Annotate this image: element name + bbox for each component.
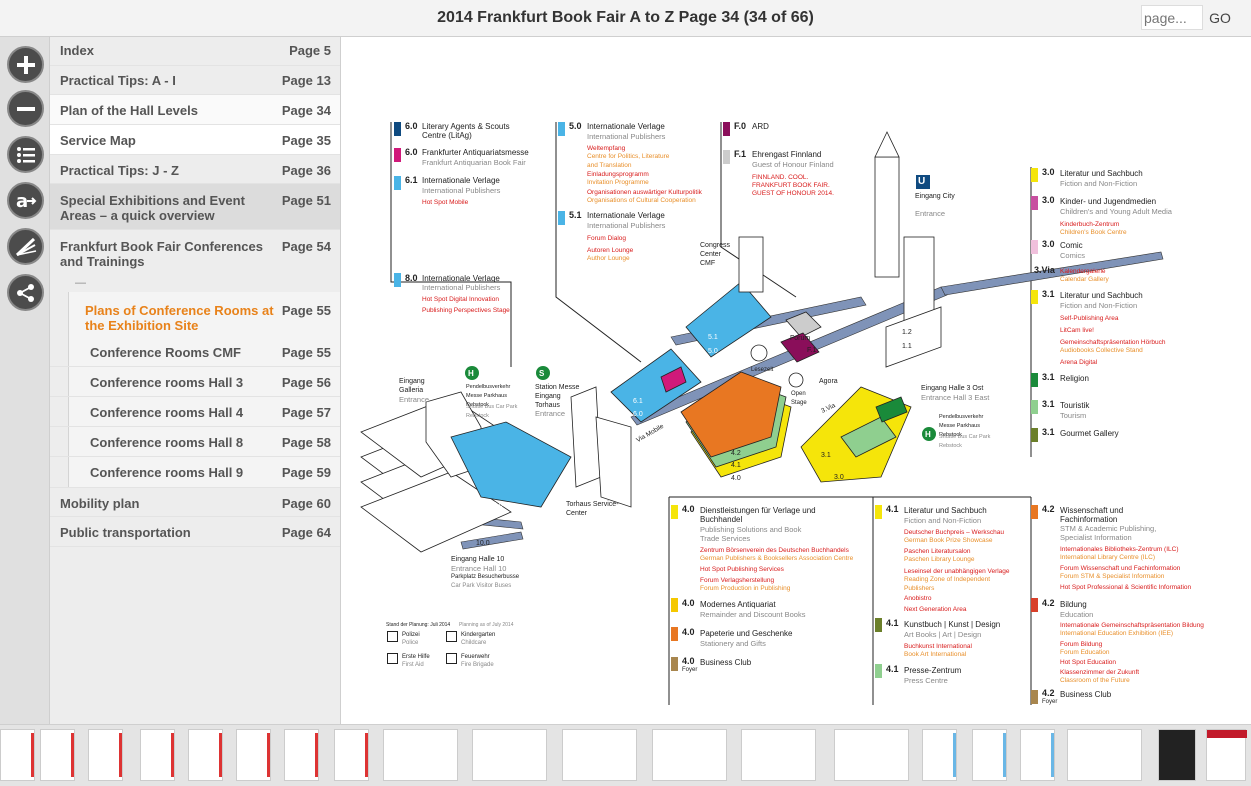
toc-item-mobility-plan[interactable]: Mobility plan Page 60 (50, 487, 340, 517)
toc-item-conference-cmf[interactable]: Conference Rooms CMF Page 55 (50, 337, 340, 367)
thumbnail-page[interactable] (1158, 729, 1196, 781)
zoom-out-icon[interactable] (7, 90, 44, 127)
bus-h-east-icon (922, 427, 936, 441)
toc-list-icon[interactable] (7, 136, 44, 173)
document-title: 2014 Frankfurt Book Fair A to Z Page 34 … (437, 9, 814, 26)
thumbnail-page[interactable] (334, 729, 369, 781)
thumbnail-page[interactable] (834, 729, 909, 781)
thumbnail-page[interactable] (1020, 729, 1055, 781)
swatch-navy (394, 122, 401, 136)
toc-item-conference-hall-3[interactable]: Conference rooms Hall 3 Page 56 (50, 367, 340, 397)
hall-buildings (360, 131, 942, 553)
toc-item-public-transportation[interactable]: Public transportation Page 64 (50, 517, 340, 547)
thumbnail-page[interactable] (652, 729, 727, 781)
toc-item-conference-hall-4[interactable]: Conference rooms Hall 4 Page 57 (50, 397, 340, 427)
text-icon[interactable]: a (7, 182, 44, 219)
page-viewer[interactable]: 6.0 Literary Agents & Scouts Centre (Lit… (341, 37, 1251, 724)
hall-plan-map (360, 122, 1164, 705)
toc-item-practical-tips-j-z[interactable]: Practical Tips: J - Z Page 36 (50, 155, 340, 184)
thumbnail-page[interactable] (741, 729, 816, 781)
toc-item-plan-of-hall-levels[interactable]: Plan of the Hall Levels Page 34 (50, 95, 340, 125)
thumbnail-page[interactable] (284, 729, 319, 781)
thumbnail-page[interactable] (922, 729, 957, 781)
thumbnail-page[interactable] (562, 729, 637, 781)
thumbnails-icon[interactable] (7, 228, 44, 265)
swatch-blue-8 (394, 273, 401, 287)
toc-item-service-map[interactable]: Service Map Page 35 (50, 125, 340, 155)
thumbnail-page[interactable] (88, 729, 123, 781)
table-of-contents: Index Page 5 Practical Tips: A - I Page … (50, 37, 341, 724)
thumbnail-page[interactable] (383, 729, 458, 781)
toc-item-conference-hall-9[interactable]: Conference rooms Hall 9 Page 59 (90, 465, 331, 480)
toc-item-special-exhibitions[interactable]: Special Exhibitions and Event Areas – a … (50, 184, 340, 230)
thumbnail-page[interactable] (1206, 729, 1247, 781)
toc-item-plans-conference-rooms[interactable]: Plans of Conference Rooms at the Exhibit… (85, 303, 331, 333)
s-bahn-icon (536, 366, 550, 380)
thumbnail-page[interactable] (1067, 729, 1142, 781)
header-bar: 2014 Frankfurt Book Fair A to Z Page 34 … (0, 0, 1251, 37)
go-button[interactable]: GO (1204, 5, 1236, 30)
toc-subsection (68, 292, 340, 487)
thumbnail-page[interactable] (188, 729, 223, 781)
fire-brigade-icon (446, 653, 457, 664)
thumbnail-page[interactable] (472, 729, 547, 781)
collapse-toggle[interactable]: — (75, 277, 86, 289)
zoom-in-icon[interactable] (7, 46, 44, 83)
toc-item-index[interactable]: Index Page 5 (50, 37, 340, 66)
thumbnail-page[interactable] (236, 729, 271, 781)
toc-item-conferences-trainings[interactable]: Frankfurt Book Fair Conferences and Trai… (60, 239, 331, 269)
thumbnail-page[interactable] (0, 729, 35, 781)
toc-item-conference-hall-8[interactable]: Conference rooms Hall 8 Page 58 (50, 427, 340, 457)
svg-text:a: a (16, 191, 28, 212)
thumbnail-strip (0, 724, 1251, 786)
thumbnail-page[interactable] (972, 729, 1007, 781)
share-icon[interactable] (7, 274, 44, 311)
page-number-input[interactable] (1141, 5, 1203, 30)
thumbnail-page[interactable] (40, 729, 75, 781)
first-aid-icon (387, 653, 398, 664)
bus-h-icon (465, 366, 479, 380)
bottom-legend-frames (668, 496, 1032, 705)
police-icon (387, 631, 398, 642)
left-toolbar: a (0, 37, 50, 724)
transit-icons (465, 175, 936, 441)
thumbnail-page[interactable] (140, 729, 175, 781)
childcare-icon (446, 631, 457, 642)
u-bahn-icon (916, 175, 930, 189)
swatch-blue (394, 176, 401, 190)
toc-item-practical-tips-a-i[interactable]: Practical Tips: A - I Page 13 (50, 66, 340, 95)
swatch-magenta (394, 148, 401, 162)
